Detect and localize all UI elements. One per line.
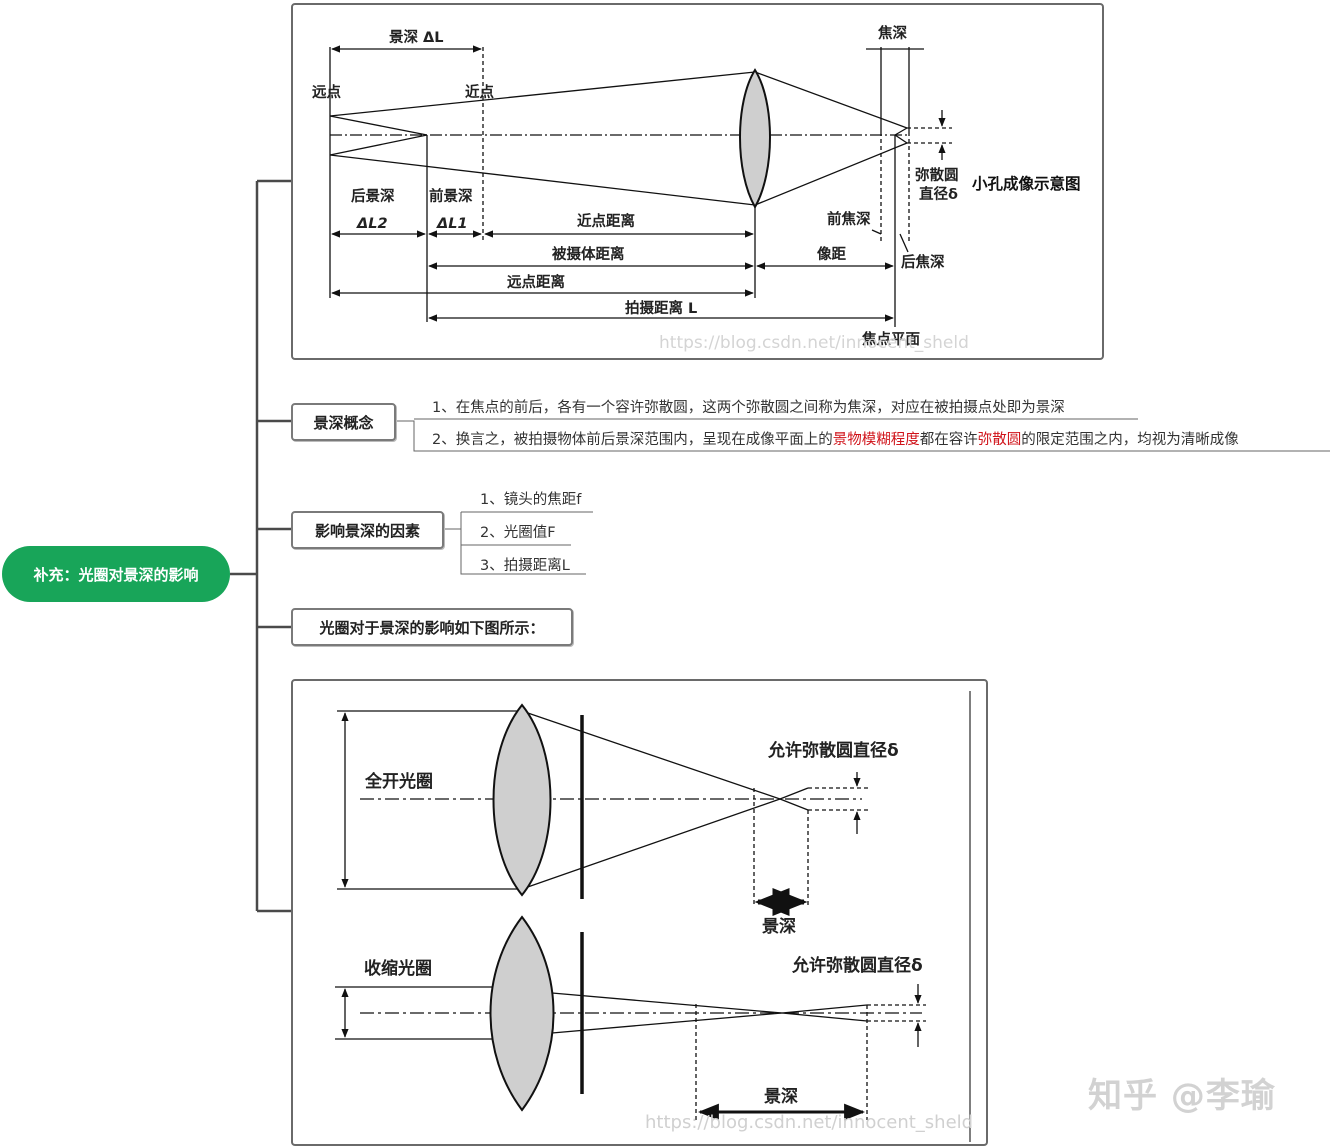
label-far-point: 远点 — [312, 84, 341, 101]
topic-dof-factors-label: 影响景深的因素 — [314, 521, 420, 540]
label-near-point: 近点 — [465, 83, 494, 101]
label-near-distance: 近点距离 — [577, 212, 635, 230]
topic-dof-concept[interactable]: 景深概念 — [291, 403, 396, 441]
root-topic[interactable]: 补充：光圈对景深的影响 — [2, 546, 230, 602]
label-shooting-distance: 拍摄距离 L — [625, 299, 697, 317]
topic-aperture-effect-label: 光圈对于景深的影响如下图所示： — [319, 618, 545, 637]
label-image-distance: 像距 — [817, 245, 846, 263]
lens-wide-open — [492, 703, 552, 897]
topic-dof-factors[interactable]: 影响景深的因素 — [291, 511, 444, 549]
label-stopped-dof: 景深 — [764, 1086, 798, 1107]
label-dof: 景深 ΔL — [389, 28, 444, 46]
topic-aperture-effect[interactable]: 光圈对于景深的影响如下图所示： — [291, 608, 573, 646]
label-rear-focal-depth: 后焦深 — [901, 253, 945, 271]
factor-item-focal-length: 1、镜头的焦距f — [480, 492, 582, 508]
label-far-distance: 远点距离 — [507, 273, 565, 291]
concept-line-1: 1、在焦点的前后，各有一个容许弥散圆，这两个弥散圆之间称为焦深，对应在被拍摄点处… — [432, 400, 1065, 416]
concept-line-2e: 的限定范围之内，均视为清晰成像 — [1021, 432, 1239, 448]
label-coc-2: 直径δ — [919, 185, 958, 203]
label-wide-coc: 允许弥散圆直径δ — [767, 740, 899, 761]
label-stopped: 收缩光圈 — [364, 958, 432, 979]
label-wide-open: 全开光圈 — [364, 771, 433, 792]
pinhole-diagram-panel[interactable]: 景深 ΔL 远点 近点 焦深 弥散圆 直径δ 后景深 前景深 ΔL2 ΔL1 近… — [291, 3, 1104, 360]
label-front-dof: 前景深 — [429, 187, 473, 205]
diagram2-watermark: https://blog.csdn.net/innocent_sheld — [645, 1112, 973, 1133]
factor-item-aperture: 2、光圈值F — [480, 525, 556, 541]
label-delta-l2: ΔL2 — [356, 216, 388, 232]
label-coc-1: 弥散圆 — [915, 166, 959, 184]
pinhole-diagram: 景深 ΔL 远点 近点 焦深 弥散圆 直径δ 后景深 前景深 ΔL2 ΔL1 近… — [312, 24, 1081, 353]
lens-shape — [739, 68, 771, 210]
diagram1-watermark: https://blog.csdn.net/innocent_sheld — [659, 333, 969, 353]
label-focal-plane: 焦点平面 — [861, 330, 920, 348]
label-subject-distance: 被摄体距离 — [552, 245, 625, 263]
zhihu-watermark: 知乎 @李瑜 — [1088, 1076, 1276, 1116]
label-delta-l1: ΔL1 — [436, 216, 468, 232]
aperture-diagram-panel[interactable]: 全开光圈 允许弥散圆直径δ 景深 收缩光圈 允许弥散圆直径δ 景深 https:… — [291, 679, 988, 1146]
diagram1-caption: 小孔成像示意图 — [972, 174, 1081, 193]
label-rear-dof: 后景深 — [351, 187, 395, 205]
label-focal-depth: 焦深 — [877, 24, 907, 42]
label-stopped-coc: 允许弥散圆直径δ — [791, 955, 923, 976]
label-wide-dof: 景深 — [762, 916, 796, 937]
lens-stopped-down — [489, 915, 555, 1112]
concept-line-2a: 2、换言之，被拍摄物体前后景深范围内，呈现在成像平面上的 — [432, 432, 833, 448]
label-front-focal-depth: 前焦深 — [827, 210, 871, 228]
concept-highlight-blur: 景物模糊程度 — [832, 432, 920, 448]
topic-dof-concept-label: 景深概念 — [313, 413, 374, 432]
root-label: 补充：光圈对景深的影响 — [33, 565, 199, 584]
concept-line-2c: 都在容许 — [919, 432, 978, 448]
factor-item-distance: 3、拍摄距离L — [480, 558, 570, 574]
concept-line-2: 2、换言之，被拍摄物体前后景深范围内，呈现在成像平面上的景物模糊程度都在容许弥散… — [432, 428, 1239, 449]
concept-highlight-coc: 弥散圆 — [977, 432, 1022, 448]
aperture-diagram: 全开光圈 允许弥散圆直径δ 景深 收缩光圈 允许弥散圆直径δ 景深 https:… — [335, 691, 973, 1142]
